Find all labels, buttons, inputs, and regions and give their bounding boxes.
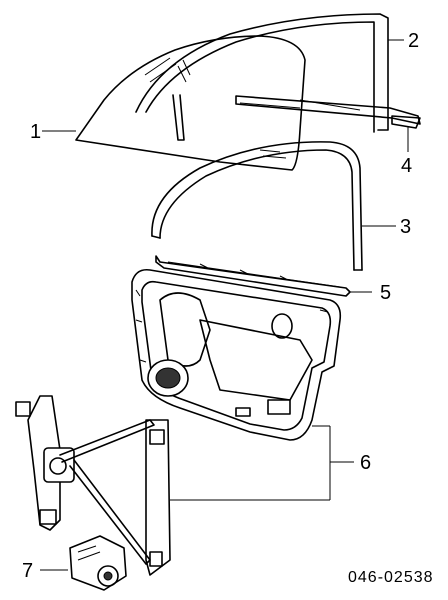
callout-3: 3 xyxy=(400,216,411,238)
callout-6: 6 xyxy=(360,452,371,474)
door-belt-moulding-end xyxy=(391,115,421,129)
callout-2: 2 xyxy=(408,30,419,52)
callout-4: 4 xyxy=(401,155,412,177)
door-inner-panel xyxy=(131,268,342,441)
callout-1: 1 xyxy=(30,121,41,143)
leader-lines xyxy=(40,39,409,571)
callout-5: 5 xyxy=(380,282,391,304)
diagram-code: 046-02538 xyxy=(348,569,434,586)
inner-belt-weatherstrip xyxy=(155,255,351,297)
callout-7: 7 xyxy=(22,560,33,582)
window-run-channel xyxy=(135,13,421,141)
door-weatherstrip xyxy=(151,141,363,271)
window-motor xyxy=(69,535,127,591)
window-regulator xyxy=(15,395,171,576)
